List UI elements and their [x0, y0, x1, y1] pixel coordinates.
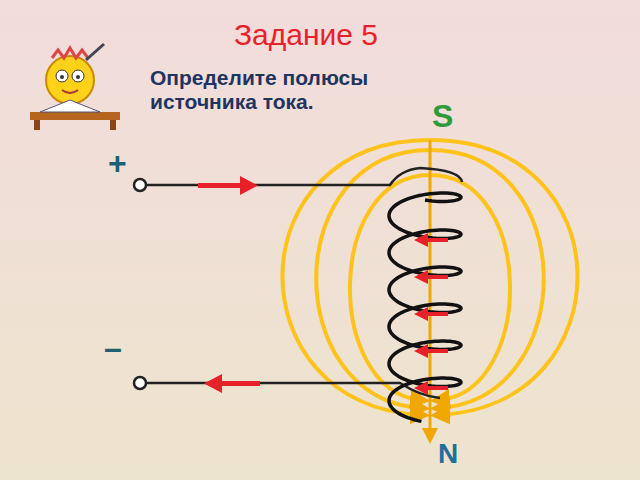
current-arrow: [414, 233, 448, 247]
current-arrow: [414, 344, 448, 358]
pole-label: S: [432, 98, 453, 135]
field-line: [430, 175, 510, 400]
terminal-sign: –: [104, 330, 122, 367]
field-line: [316, 150, 430, 408]
current-arrows: [198, 176, 260, 393]
current-arrow: [414, 270, 448, 284]
coil: [389, 193, 461, 421]
wires: [134, 168, 462, 398]
current-arrow: [414, 307, 448, 321]
terminal-sign: +: [108, 145, 127, 182]
coil-winding: [389, 193, 461, 421]
pole-label: N: [438, 438, 458, 470]
title: Задание 5: [234, 18, 378, 53]
student-icon: [30, 44, 120, 130]
field-line: [282, 140, 430, 415]
current-arrow: [414, 381, 448, 395]
task-text: Определите полюсы источника тока.: [150, 66, 400, 114]
field-line: [430, 140, 578, 415]
